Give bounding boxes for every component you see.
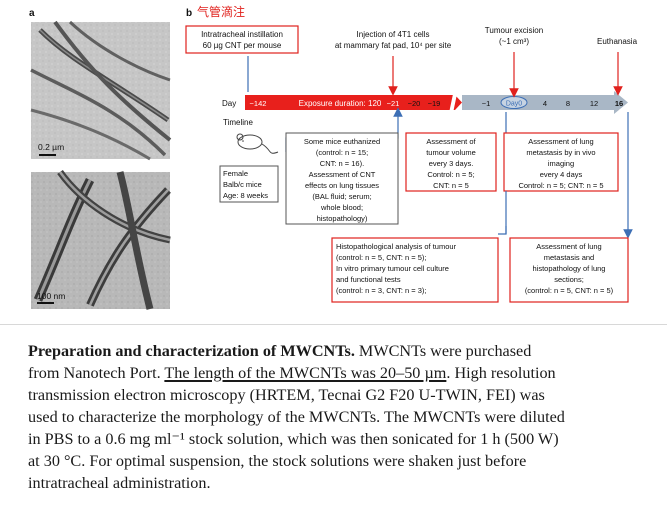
histo-line: In vitro primary tumour cell culture [336, 264, 449, 273]
tv-line: Assessment of [426, 137, 476, 146]
histo-line: Histopathological analysis of tumour [336, 242, 457, 251]
day-tick: 12 [590, 99, 598, 108]
caption-line: intratracheal administration. [28, 474, 211, 492]
mice-line: Age: 8 weeks [223, 191, 268, 200]
mice-info-box [219, 165, 279, 203]
lung-imaging-box [503, 132, 619, 192]
caption-line: used to characterize the morphology of t… [28, 408, 565, 426]
scale-label-bottom: 100 nm [37, 291, 65, 301]
caption-text: MWCNTs were purchased [354, 342, 532, 360]
lh-line: Assessment of lung [536, 242, 601, 251]
tv-line: every 3 days. [429, 159, 474, 168]
day-tick: −142 [250, 99, 267, 108]
euth-line: CNT: n = 16). [320, 159, 364, 168]
day-tick: −20 [408, 99, 421, 108]
caption-text: from Nanotech Port. [28, 364, 165, 382]
lh-line: (control: n = 5, CNT: n = 5) [525, 286, 614, 295]
euthanized-box [285, 132, 399, 225]
caption-line: from Nanotech Port. The length of the MW… [28, 362, 648, 384]
chinese-annotation: 气管滴注 [197, 4, 245, 19]
injection-line1: Injection of 4T1 cells [357, 30, 430, 39]
lung-histology-box [509, 237, 629, 303]
day-tick: −1 [482, 99, 491, 108]
histopathology-box [331, 237, 499, 303]
euth-line: (BAL fluid; serum; [312, 192, 371, 201]
lh-line: sections; [554, 275, 584, 284]
excision-line1: Tumour excision [485, 26, 543, 35]
scale-label-top: 0.2 µm [38, 142, 64, 152]
day-tick: 8 [566, 99, 570, 108]
euth-line: Some mice euthanized [304, 137, 380, 146]
li-line: every 4 days [540, 170, 583, 179]
li-line: Control: n = 5; CNT: n = 5 [518, 181, 603, 190]
injection-line2: at mammary fat pad, 10⁴ per site [335, 41, 452, 50]
mice-line: Female [223, 169, 248, 178]
caption-line: Preparation and characterization of MWCN… [28, 340, 648, 362]
caption-line: in PBS to a 0.6 mg ml⁻¹ stock solution, … [28, 430, 559, 448]
day-tick: −21 [387, 99, 400, 108]
timeline-bar [245, 91, 628, 114]
li-line: metastasis by in vivo [526, 148, 595, 157]
tv-line: CNT: n = 5 [433, 181, 469, 190]
panel-b-letter: b [186, 8, 192, 19]
mice-line: Balb/c mice [223, 180, 262, 189]
instillation-box [185, 25, 299, 54]
histo-connector [498, 226, 507, 235]
histo-line: and functional tests [336, 275, 401, 284]
euthanasia-label: Euthanasia [597, 37, 638, 46]
day-tick: 4 [543, 99, 547, 108]
caption-line: transmission electron microscopy (HRTEM,… [28, 386, 545, 404]
li-line: imaging [548, 159, 574, 168]
mouse-icon [236, 133, 279, 154]
caption-line: at 30 °C. For optimal suspension, the st… [28, 452, 527, 470]
methods-paragraph: Preparation and characterization of MWCN… [28, 340, 648, 494]
day-tick: Day0 [506, 101, 522, 108]
euth-line: Assessment of CNT [309, 170, 376, 179]
tv-line: Control: n = 5; [427, 170, 474, 179]
caption-text: . High resolution [446, 364, 556, 382]
timeline-word: Timeline [223, 118, 253, 127]
histo-line: (control: n = 5, CNT: n = 5); [336, 253, 426, 262]
section-divider [0, 324, 667, 325]
histo-line: (control: n = 3, CNT: n = 3); [336, 286, 426, 295]
instillation-line2: 60 µg CNT per mouse [203, 41, 282, 50]
lh-line: metastasis and [544, 253, 594, 262]
tumour-volume-box [405, 132, 497, 192]
instillation-line1: Intratracheal instillation [201, 30, 283, 39]
day-tick: −19 [428, 99, 441, 108]
exposure-label: Exposure duration: 120 [299, 99, 382, 108]
euth-line: histopathology) [317, 214, 368, 223]
figure: a 0.2 µm 100 nm b 气管滴注 Intratracheal ins… [29, 4, 638, 310]
euth-line: effects on lung tissues [305, 181, 379, 190]
day-label: Day [222, 99, 236, 108]
lh-line: histopathology of lung [533, 264, 606, 273]
tem-image-bottom: 100 nm [31, 169, 171, 310]
day-tick: 16 [615, 99, 623, 108]
euth-line: (control: n = 15; [316, 148, 368, 157]
panel-a-letter: a [29, 8, 35, 19]
tv-line: tumour volume [426, 148, 476, 157]
excision-line2: (~1 cm³) [499, 37, 529, 46]
euth-line: whole blood; [320, 203, 363, 212]
li-line: Assessment of lung [528, 137, 593, 146]
underlined-length: The length of the MWCNTs was 20–50 µm [164, 364, 447, 382]
caption-heading: Preparation and characterization of MWCN… [28, 342, 355, 360]
tem-image-top: 0.2 µm [30, 20, 172, 161]
